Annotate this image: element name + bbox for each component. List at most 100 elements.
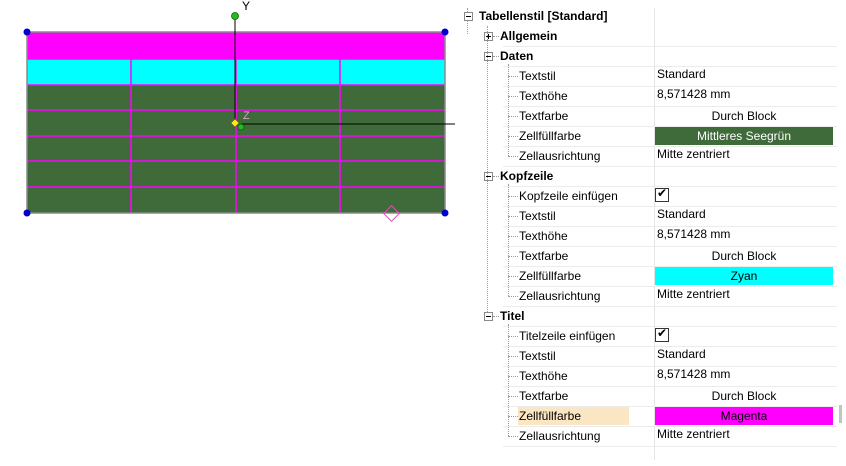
collapse-icon[interactable] [484,312,493,321]
property-value[interactable]: Standard [657,67,706,81]
section-kopfzeile[interactable]: Kopfzeile [455,166,841,186]
property-row-zellfuellfarbe[interactable]: Zellfüllfarbe Mittleres Seegrün [455,126,841,146]
origin-grip[interactable] [230,118,240,128]
row-separator [503,166,837,167]
collapse-icon[interactable] [484,172,493,181]
tree-root-label: Tabellenstil [Standard] [479,9,608,23]
color-swatch-value[interactable]: Magenta [655,407,833,425]
drawing-canvas[interactable]: Y Z [0,0,455,463]
row-separator [503,326,837,327]
tree-line [508,184,509,296]
tree-root[interactable]: Tabellenstil [Standard] [455,6,841,26]
tree-line [467,8,468,34]
property-name: Texthöhe [519,89,568,103]
section-titel[interactable]: Titel [455,306,841,326]
property-value[interactable]: Durch Block [711,249,777,263]
table-diamond-grip[interactable] [383,205,400,222]
property-value[interactable]: Durch Block [711,389,777,403]
corner-grip-bottom-right[interactable] [441,209,449,217]
corner-grip-bottom-left[interactable] [23,209,31,217]
property-value[interactable]: Standard [657,207,706,221]
row-separator [503,106,837,107]
corner-grip-top-left[interactable] [23,28,31,36]
property-row-texthoehe[interactable]: Texthöhe 8,571428 mm [455,226,841,246]
property-value[interactable]: 8,571428 mm [657,367,731,381]
property-row-textfarbe[interactable]: Textfarbe Durch Block [455,106,841,126]
tree-line [508,236,518,237]
row-separator [503,266,837,267]
property-name: Texthöhe [519,229,568,243]
table-preview[interactable]: Y Z [0,0,455,463]
property-value[interactable]: Mitte zentriert [657,147,730,161]
row-separator [503,286,837,287]
property-name: Kopfzeile einfügen [519,189,618,203]
property-name: Textfarbe [519,249,569,263]
y-axis-grip[interactable] [231,12,239,20]
tree-line [508,256,518,257]
color-swatch-value[interactable]: Zyan [655,267,833,285]
property-row-zellfuellfarbe[interactable]: Zellfüllfarbe Zyan [455,266,841,286]
property-name: Zellausrichtung [519,429,601,443]
property-row-zellausrichtung[interactable]: Zellausrichtung Mitte zentriert [455,286,841,306]
expand-icon[interactable] [484,32,493,41]
row-separator [503,46,837,47]
tree-line [493,56,499,57]
section-label: Titel [500,309,525,323]
column-separator[interactable] [654,8,655,460]
property-name: Zellausrichtung [519,289,601,303]
property-row-kopfzeile-einfuegen[interactable]: Kopfzeile einfügen ✔ [455,186,841,206]
y-axis-label: Y [242,0,250,13]
property-name: Textfarbe [519,109,569,123]
collapse-icon[interactable] [484,52,493,61]
color-swatch-value[interactable]: Mittleres Seegrün [655,127,833,145]
tree-line [508,96,518,97]
row-separator [503,346,837,347]
property-name: Textstil [519,349,556,363]
table-outline [26,31,446,214]
tree-line [508,76,518,77]
corner-grip-top-right[interactable] [441,28,449,36]
property-value[interactable]: Mitte zentriert [657,427,730,441]
property-row-textfarbe[interactable]: Textfarbe Durch Block [455,246,841,266]
tree-line [508,296,518,297]
row-separator [503,146,837,147]
row-separator [503,406,837,407]
property-name: Zellfüllfarbe [519,129,582,143]
section-daten[interactable]: Daten [455,46,841,66]
property-value[interactable]: Mitte zentriert [657,287,730,301]
scrollbar[interactable] [839,405,842,423]
origin-axis-grip[interactable] [237,123,245,131]
section-allgemein[interactable]: Allgemein [455,26,841,46]
row-separator [503,226,837,227]
z-axis-label: Z [243,110,250,122]
tree-line [508,356,518,357]
property-value[interactable]: 8,571428 mm [657,227,731,241]
property-row-textstil[interactable]: Textstil Standard [455,346,841,366]
row-separator [503,306,837,307]
tree-line [508,216,518,217]
checkbox[interactable]: ✔ [655,326,669,342]
property-row-zellausrichtung[interactable]: Zellausrichtung Mitte zentriert [455,426,841,446]
tree-line [508,396,518,397]
property-value[interactable]: 8,571428 mm [657,87,731,101]
property-value[interactable]: Durch Block [711,109,777,123]
property-row-titelzeile-einfuegen[interactable]: Titelzeile einfügen✔ [455,326,841,346]
checkbox[interactable]: ✔ [655,186,669,202]
tree-line [508,336,518,337]
row-separator [503,366,837,367]
property-name: Zellfüllfarbe [519,269,582,283]
title-row[interactable] [27,32,445,59]
row-separator [503,126,837,127]
tree-line [508,276,518,277]
section-label: Kopfzeile [500,169,554,183]
property-value[interactable]: Standard [657,347,706,361]
collapse-icon[interactable] [464,12,473,21]
property-row-texthoehe[interactable]: Texthöhe 8,571428 mm [455,86,841,106]
table-grid [27,58,445,213]
